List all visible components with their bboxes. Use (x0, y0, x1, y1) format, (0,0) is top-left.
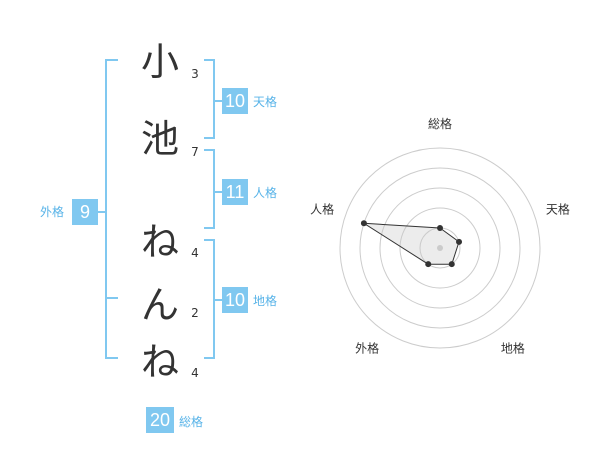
name-char-2: 池 (140, 117, 179, 161)
gaikaku-bracket (105, 59, 118, 359)
radar-point-3 (425, 261, 432, 268)
radar-point-1 (456, 238, 463, 245)
radar-axis-label-2: 地格 (501, 340, 525, 355)
radar-axis-label-4: 人格 (310, 202, 334, 217)
radar-axis-label-0: 総格 (428, 116, 452, 131)
radar-axis-label-1: 天格 (546, 202, 570, 217)
tenkaku-label: 天格 (253, 95, 278, 109)
chikaku-bracket (204, 239, 215, 359)
name-char-1: 小 (140, 40, 179, 84)
soukaku-label: 総格 (179, 415, 204, 429)
jinkaku-label: 人格 (253, 186, 278, 200)
soukaku-value: 20 (146, 407, 174, 433)
gaikaku-label: 外格 (40, 205, 65, 219)
radar-center (437, 245, 443, 251)
radar-polygon (363, 222, 460, 265)
jinkaku-bracket (204, 149, 215, 229)
stroke-count-5: 4 (191, 366, 199, 380)
chikaku-value: 10 (222, 287, 248, 313)
stroke-count-3: 4 (191, 246, 199, 260)
radar-ring (379, 187, 501, 309)
name-char-4: ん (140, 283, 179, 327)
tenkaku-bracket (204, 59, 215, 139)
name-char-5: ね (140, 340, 179, 384)
radar-ring (359, 167, 521, 329)
radar-point-0 (437, 225, 443, 231)
radar-point-2 (448, 261, 455, 268)
radar-ring (399, 207, 481, 289)
name-char-3: ね (140, 220, 179, 264)
stroke-count-4: 2 (191, 306, 199, 320)
jinkaku-value: 11 (222, 179, 248, 205)
tenkaku-value: 10 (222, 88, 248, 114)
chikaku-label: 地格 (253, 294, 278, 308)
gaikaku-value: 9 (72, 199, 98, 225)
radar-point-4 (360, 220, 367, 227)
stroke-count-1: 3 (191, 67, 199, 81)
radar-ring (339, 147, 541, 349)
stroke-count-2: 7 (191, 145, 199, 159)
radar-axis-label-3: 外格 (355, 340, 379, 355)
